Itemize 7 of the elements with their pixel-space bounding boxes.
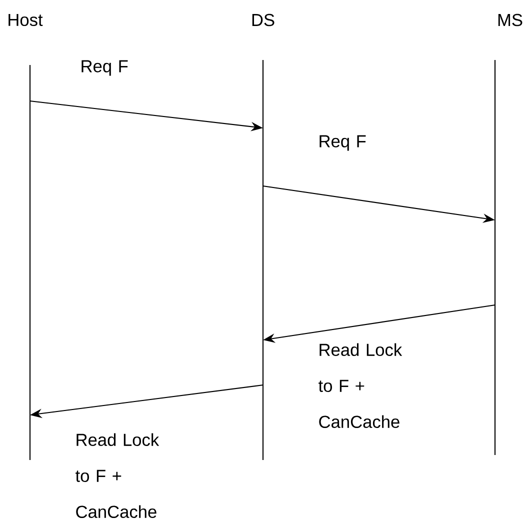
edge-label: Req F: [320, 135, 366, 151]
edge-label: Read Lock to F + CanCache: [76, 433, 160, 518]
participant-label: Host: [8, 14, 43, 26]
participant-label: MS: [498, 14, 522, 26]
edge-label: Read Lock to F + CanCache: [318, 343, 402, 428]
edge-label: Req F: [82, 60, 128, 76]
participant-label: DS: [252, 14, 274, 26]
